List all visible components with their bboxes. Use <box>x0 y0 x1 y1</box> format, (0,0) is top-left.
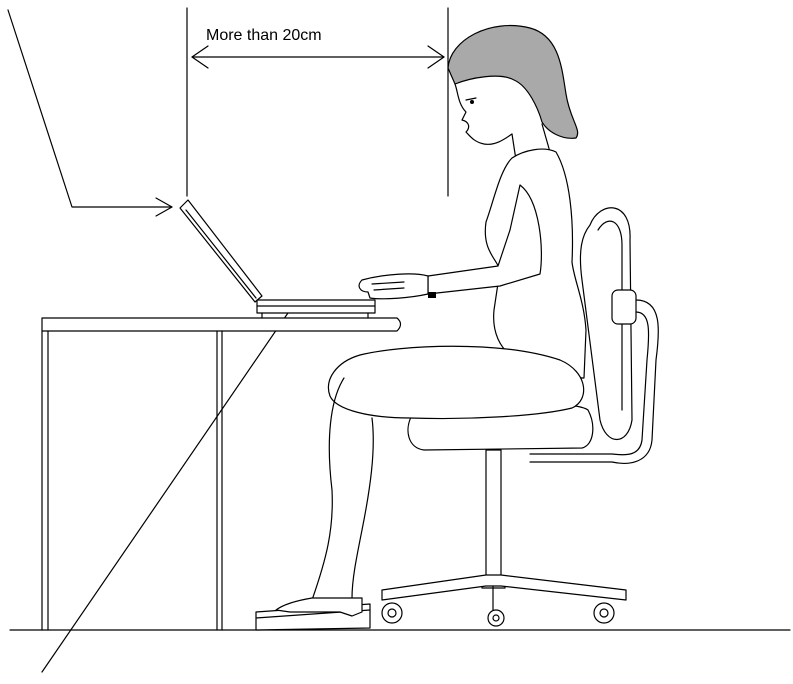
skirt <box>328 346 583 418</box>
wristwatch <box>428 292 436 298</box>
distance-label: More than 20cm <box>206 27 322 44</box>
face-profile <box>455 84 512 144</box>
hair <box>448 26 578 139</box>
keyboard-callout-pointer <box>42 310 290 672</box>
distance-arrow <box>192 46 444 68</box>
laptop <box>180 200 375 318</box>
screen-callout-pointer <box>8 10 172 216</box>
eye <box>466 98 476 100</box>
arm <box>428 185 541 294</box>
hand <box>359 274 428 299</box>
eye-pupil <box>470 100 474 104</box>
